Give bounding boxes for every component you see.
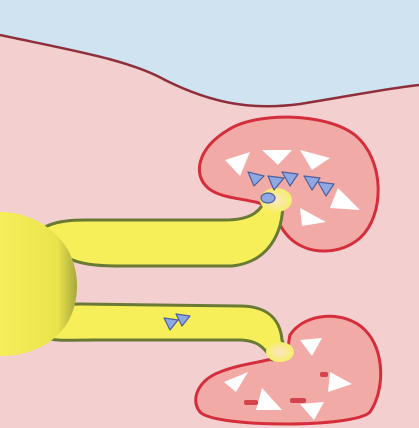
lower-axon-ending <box>266 342 294 362</box>
synapse-mark <box>244 400 258 405</box>
synapse-mark <box>290 398 306 403</box>
synapse-mark <box>320 372 328 377</box>
receptor-vesicle-icon <box>261 193 275 203</box>
